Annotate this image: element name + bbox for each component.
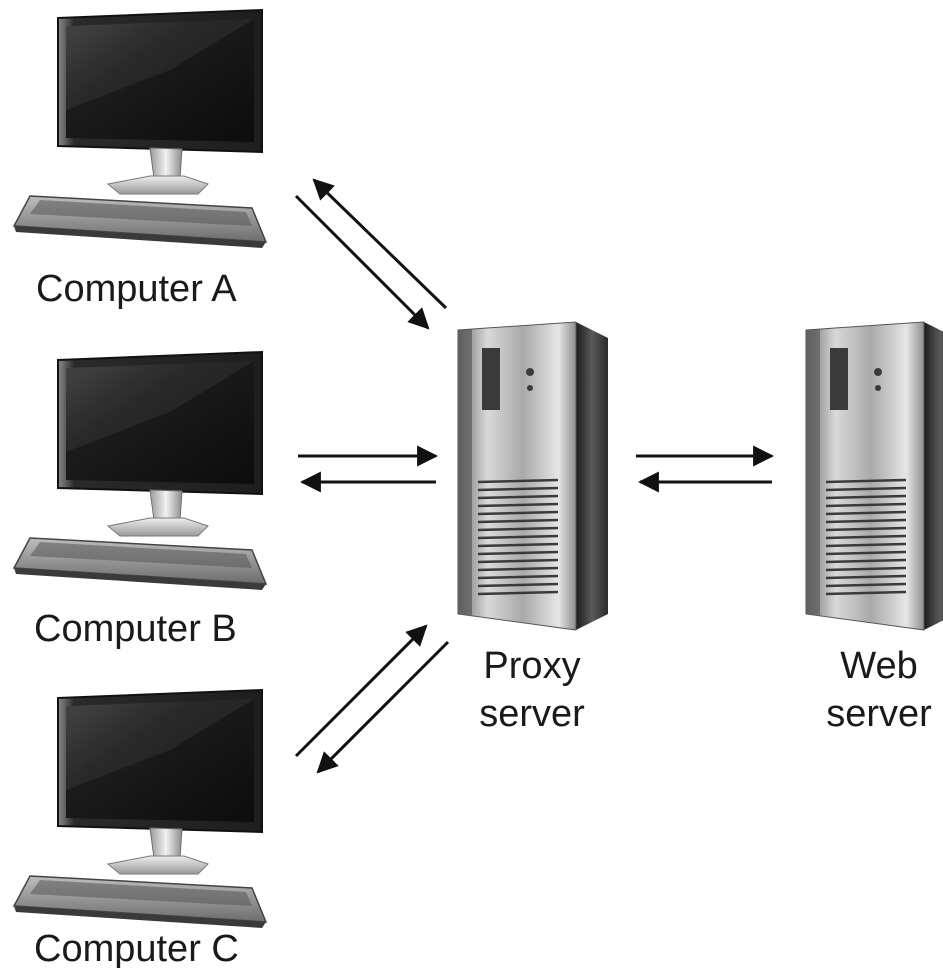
proxy-server-label-line1: Proxy bbox=[483, 645, 581, 687]
proxy-server-label-line2: server bbox=[479, 693, 585, 735]
web-server-label-line1: Web bbox=[840, 645, 918, 687]
web-server-icon bbox=[804, 320, 943, 632]
proxy-server-icon bbox=[456, 320, 610, 632]
computer-b-label: Computer B bbox=[34, 608, 237, 650]
arrow-proxy-to-c bbox=[316, 640, 450, 774]
computer-a-label: Computer A bbox=[36, 268, 237, 310]
web-server-label: Web server bbox=[826, 642, 932, 738]
arrow-proxy-to-a bbox=[312, 178, 448, 310]
computer-c-icon bbox=[13, 689, 267, 929]
computer-a-icon bbox=[13, 9, 267, 249]
arrow-a-to-proxy bbox=[294, 194, 430, 330]
proxy-server-label: Proxy server bbox=[479, 642, 585, 738]
computer-b-icon bbox=[13, 351, 267, 591]
computer-c-label: Computer C bbox=[34, 928, 239, 968]
arrow-c-to-proxy bbox=[294, 624, 428, 758]
web-server-label-line2: server bbox=[826, 693, 932, 735]
